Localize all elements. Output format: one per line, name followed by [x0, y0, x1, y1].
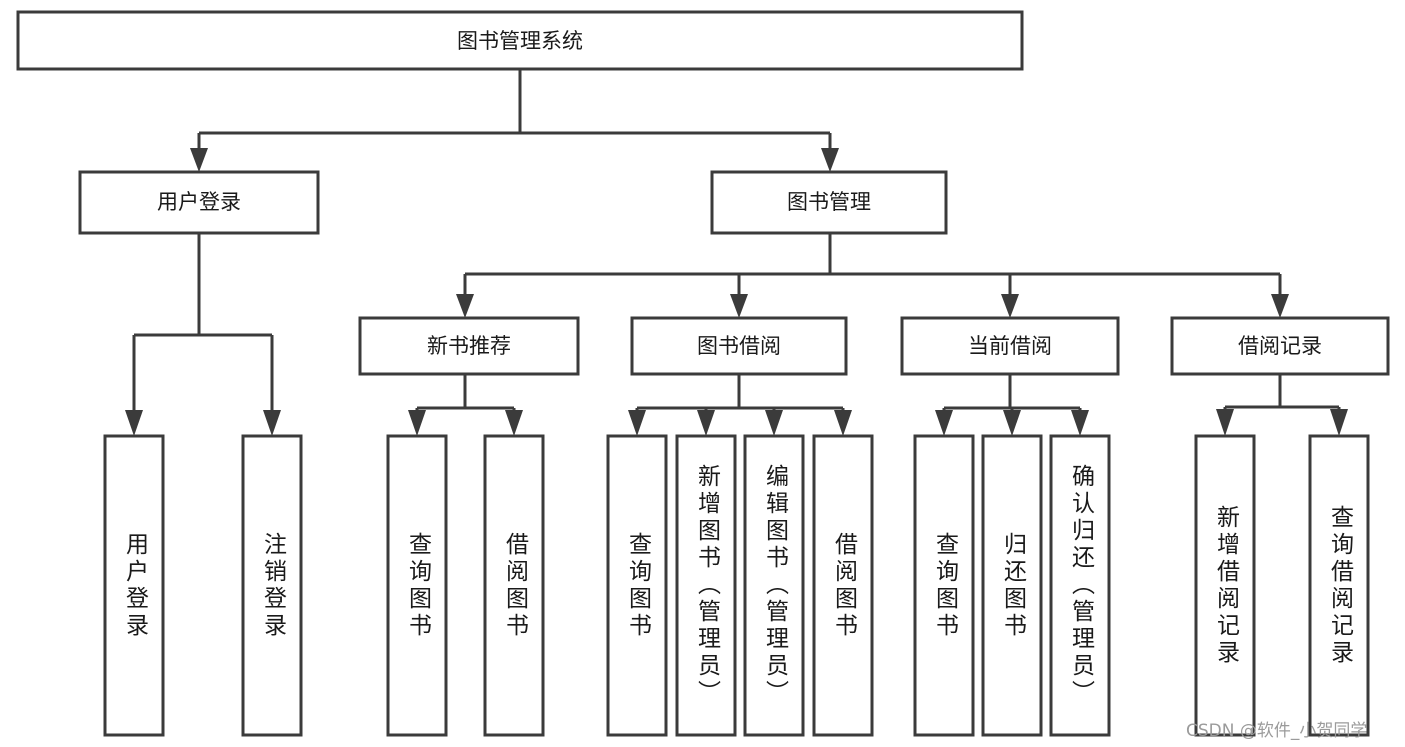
node-book-manage[interactable]: 图书管理	[710, 170, 948, 235]
arrow-head-new-book-rec	[456, 294, 474, 318]
node-borrow-record[interactable]: 借阅记录	[1170, 316, 1390, 376]
node-user-login-box[interactable]	[78, 170, 320, 235]
node-leaf-query-book-rec-label-wrap: 查询图书	[404, 531, 431, 640]
arrow-head-user-login	[190, 148, 208, 172]
node-book-borrow-box[interactable]	[630, 316, 848, 376]
arrow-head-leaf-query-book-rec	[408, 410, 426, 436]
node-leaf-query-book-cur-box[interactable]	[913, 434, 975, 737]
node-leaf-borrow-book-rec-label-wrap: 借阅图书	[501, 531, 528, 640]
node-new-book-rec-box[interactable]	[358, 316, 580, 376]
node-leaf-query-book-bor-box[interactable]	[606, 434, 668, 737]
node-leaf-return-book-label: 归还图书	[999, 531, 1026, 640]
node-new-book-rec-label: 新书推荐	[427, 334, 511, 358]
arrow-head-leaf-add-record	[1216, 409, 1234, 436]
node-leaf-user-logout[interactable]: 注销登录	[241, 434, 303, 737]
node-leaf-edit-book[interactable]: 编辑图书（管理员）	[743, 434, 805, 737]
node-current-borrow-label: 当前借阅	[968, 334, 1052, 358]
arrow-head-leaf-add-book	[697, 410, 715, 436]
node-borrow-record-label: 借阅记录	[1238, 334, 1322, 358]
node-leaf-add-book-label-wrap: 新增图书（管理员）	[693, 464, 720, 707]
node-leaf-return-book[interactable]: 归还图书	[981, 434, 1043, 737]
node-root-box[interactable]	[16, 10, 1024, 71]
arrow-head-leaf-query-book-cur	[935, 410, 953, 436]
node-leaf-user-login-box[interactable]	[103, 434, 165, 737]
connector-layer	[125, 69, 1348, 436]
node-leaf-add-record-box[interactable]	[1194, 434, 1256, 737]
node-leaf-query-book-cur[interactable]: 查询图书	[913, 434, 975, 737]
node-leaf-add-record[interactable]: 新增借阅记录	[1194, 434, 1256, 737]
node-leaf-borrow-book-rec[interactable]: 借阅图书	[483, 434, 545, 737]
arrow-head-leaf-return-book	[1003, 410, 1021, 436]
node-leaf-query-record-box[interactable]	[1308, 434, 1370, 737]
node-root-label: 图书管理系统	[457, 29, 583, 53]
node-leaf-user-login[interactable]: 用户登录	[103, 434, 165, 737]
node-leaf-add-book[interactable]: 新增图书（管理员）	[675, 434, 737, 737]
node-leaf-query-record-label: 查询借阅记录	[1326, 504, 1353, 667]
node-leaf-query-book-cur-label: 查询图书	[931, 531, 958, 640]
arrow-head-book-manage	[821, 148, 839, 172]
node-leaf-query-book-bor-label-wrap: 查询图书	[624, 531, 651, 640]
node-user-login-label: 用户登录	[157, 190, 241, 214]
node-leaf-confirm-return-label-wrap: 确认归还（管理员）	[1067, 464, 1094, 707]
node-leaf-user-login-label-wrap: 用户登录	[121, 531, 148, 640]
node-leaf-query-book-bor[interactable]: 查询图书	[606, 434, 668, 737]
node-leaf-edit-book-box[interactable]	[743, 434, 805, 737]
arrow-head-leaf-user-logout	[263, 410, 281, 436]
node-leaf-borrow-book-bor-label: 借阅图书	[830, 531, 857, 640]
node-leaf-confirm-return-box[interactable]	[1049, 434, 1111, 737]
node-leaf-query-record[interactable]: 查询借阅记录	[1308, 434, 1370, 737]
node-root[interactable]: 图书管理系统	[16, 10, 1024, 71]
node-book-manage-label: 图书管理	[787, 190, 871, 214]
node-leaf-borrow-book-bor-box[interactable]	[812, 434, 874, 737]
node-leaf-query-book-rec[interactable]: 查询图书	[386, 434, 448, 737]
node-leaf-query-record-label-wrap: 查询借阅记录	[1326, 504, 1353, 667]
node-leaf-borrow-book-bor-label-wrap: 借阅图书	[830, 531, 857, 640]
arrow-head-leaf-user-login	[125, 410, 143, 436]
arrow-head-leaf-query-book-bor	[628, 410, 646, 436]
node-borrow-record-box[interactable]	[1170, 316, 1390, 376]
node-leaf-query-book-cur-label-wrap: 查询图书	[931, 531, 958, 640]
node-leaf-return-book-label-wrap: 归还图书	[999, 531, 1026, 640]
node-leaf-edit-book-label-wrap: 编辑图书（管理员）	[761, 464, 788, 707]
node-leaf-confirm-return[interactable]: 确认归还（管理员）	[1049, 434, 1111, 737]
node-leaf-user-logout-label: 注销登录	[259, 531, 286, 640]
node-user-login[interactable]: 用户登录	[78, 170, 320, 235]
node-current-borrow[interactable]: 当前借阅	[900, 316, 1120, 376]
arrow-head-book-borrow	[730, 294, 748, 318]
node-leaf-user-logout-label-wrap: 注销登录	[259, 531, 286, 640]
node-leaf-query-book-rec-label: 查询图书	[404, 531, 431, 640]
node-leaf-user-logout-box[interactable]	[241, 434, 303, 737]
node-current-borrow-box[interactable]	[900, 316, 1120, 376]
node-leaf-query-book-bor-label: 查询图书	[624, 531, 651, 640]
arrow-head-current-borrow	[1001, 294, 1019, 318]
node-book-borrow-label: 图书借阅	[697, 334, 781, 358]
arrow-head-borrow-record	[1271, 294, 1289, 318]
node-book-borrow[interactable]: 图书借阅	[630, 316, 848, 376]
node-leaf-edit-book-label: 编辑图书（管理员）	[761, 464, 788, 707]
arrow-head-leaf-query-record	[1330, 409, 1348, 436]
arrow-head-leaf-confirm-return	[1071, 410, 1089, 436]
arrow-head-leaf-borrow-book-bor	[834, 410, 852, 436]
node-new-book-rec[interactable]: 新书推荐	[358, 316, 580, 376]
arrow-head-leaf-borrow-book-rec	[505, 410, 523, 436]
node-leaf-add-record-label: 新增借阅记录	[1212, 504, 1239, 667]
node-book-manage-box[interactable]	[710, 170, 948, 235]
node-leaf-borrow-book-rec-label: 借阅图书	[501, 531, 528, 640]
node-leaf-add-record-label-wrap: 新增借阅记录	[1212, 504, 1239, 667]
node-leaf-borrow-book-bor[interactable]: 借阅图书	[812, 434, 874, 737]
node-leaf-borrow-book-rec-box[interactable]	[483, 434, 545, 737]
node-leaf-add-book-box[interactable]	[675, 434, 737, 737]
node-leaf-user-login-label: 用户登录	[121, 531, 148, 640]
node-leaf-confirm-return-label: 确认归还（管理员）	[1067, 464, 1094, 707]
node-leaf-query-book-rec-box[interactable]	[386, 434, 448, 737]
arrow-head-leaf-edit-book	[765, 410, 783, 436]
node-leaf-add-book-label: 新增图书（管理员）	[693, 464, 720, 707]
node-leaf-return-book-box[interactable]	[981, 434, 1043, 737]
